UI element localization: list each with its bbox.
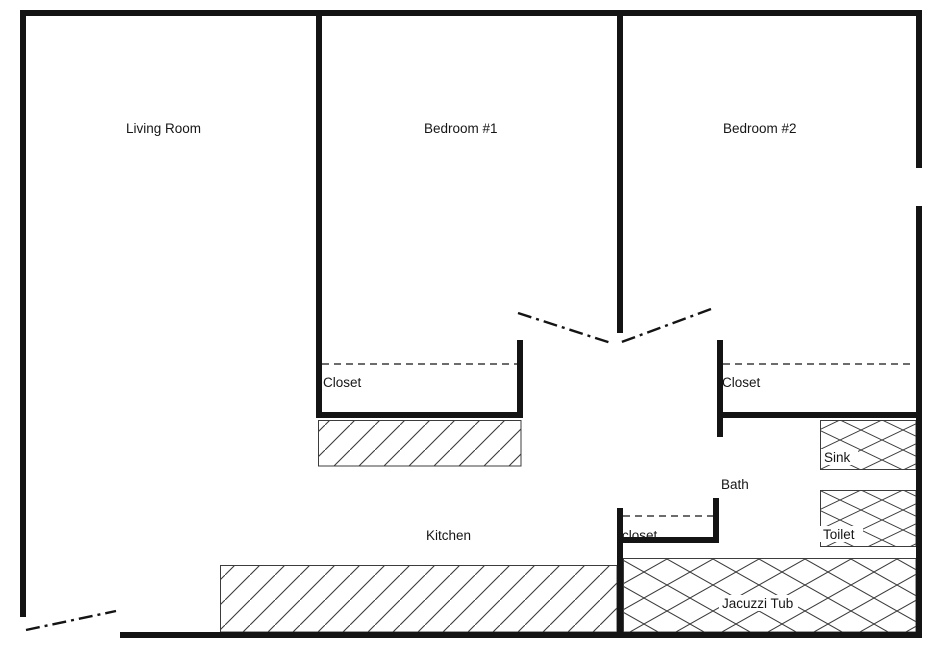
wall-living-bedroom1 [316, 10, 322, 418]
wall-closet1-bottom [316, 412, 523, 418]
living-room-label: Living Room [126, 121, 201, 136]
closet2-label: Closet [722, 375, 761, 390]
wall-left [20, 10, 26, 617]
toilet-label: Toilet [823, 527, 855, 542]
wall-top [20, 10, 922, 16]
closet-shelf-lines [322, 363, 914, 517]
closet1-label: Closet [323, 375, 362, 390]
hall-closet-label: closet [622, 528, 658, 543]
walls [20, 10, 922, 638]
bedroom2-door-line [618, 307, 712, 345]
wall-kitchen-divider [617, 508, 623, 638]
fixtures [220, 420, 917, 633]
bedroom2-label: Bedroom #2 [723, 121, 797, 136]
kitchen-counter [220, 565, 618, 633]
wall-bath-doorway [713, 498, 719, 543]
sink-label-bg [821, 449, 858, 465]
bedroom1-closet-counter [318, 420, 522, 467]
door-indicators [25, 307, 712, 632]
wall-bedroom1-bedroom2 [617, 10, 623, 333]
wall-right-upper [916, 10, 922, 168]
entry-door-line [25, 609, 117, 632]
wall-closet2-bottom [717, 412, 922, 418]
wall-bottom [120, 632, 922, 638]
kitchen-label: Kitchen [426, 528, 471, 543]
room-labels: Living Room Bedroom #1 Bedroom #2 Closet… [126, 121, 855, 611]
wall-closet1-right [517, 340, 523, 418]
jacuzzi-label-bg [719, 595, 798, 611]
sink-label: Sink [824, 450, 851, 465]
jacuzzi-tub-label: Jacuzzi Tub [722, 596, 793, 611]
bath-label: Bath [721, 477, 749, 492]
toilet-label-bg [820, 526, 863, 542]
bedroom1-door-line [517, 311, 612, 345]
wall-right-lower [916, 206, 922, 638]
wall-closet2-left [717, 340, 723, 437]
label-backgrounds [719, 449, 863, 611]
wall-hall-closet-bottom [617, 537, 719, 543]
bedroom1-label: Bedroom #1 [424, 121, 498, 136]
